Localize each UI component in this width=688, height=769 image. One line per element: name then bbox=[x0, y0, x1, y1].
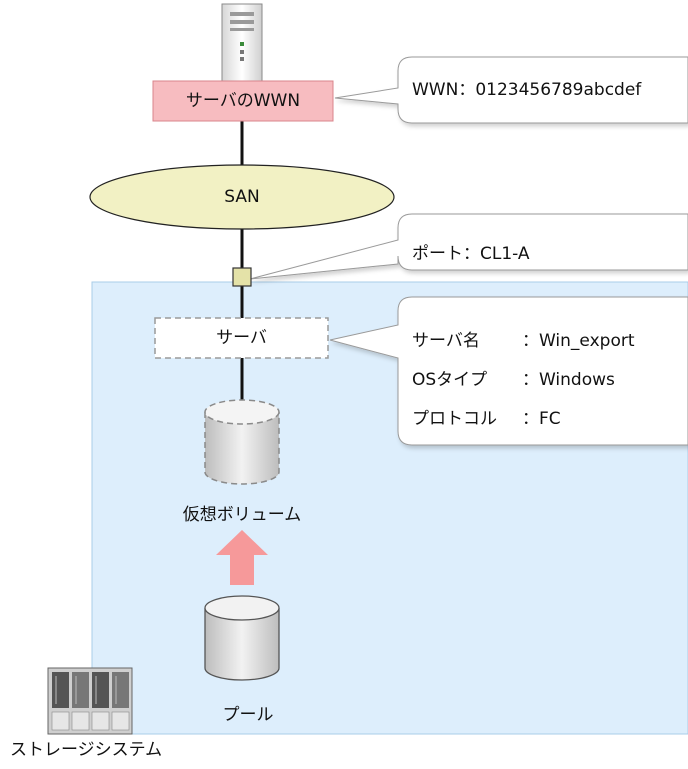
protocol-key: プロトコル bbox=[412, 409, 497, 429]
server-wwn-label: サーバのWWN bbox=[185, 91, 301, 111]
storage-system-label: ストレージシステム bbox=[10, 740, 163, 760]
port-callout-bubble bbox=[249, 213, 688, 280]
pool-cylinder-icon bbox=[204, 595, 280, 681]
virtual-volume-label: 仮想ボリューム bbox=[182, 505, 302, 525]
san-ellipse bbox=[89, 164, 395, 230]
os-type-value: ：Windows bbox=[522, 370, 615, 390]
port-callout-text: ポート：CL1-A bbox=[412, 244, 530, 264]
server-name-key: サーバ名 bbox=[412, 331, 480, 351]
virtual-server-label: サーバ bbox=[216, 328, 267, 348]
storage-rack-icon bbox=[47, 667, 133, 735]
wwn-callout-text: WWN：0123456789abcdef bbox=[412, 80, 642, 100]
port-square bbox=[232, 267, 252, 287]
protocol-value: ：FC bbox=[522, 409, 561, 429]
server-tower-icon bbox=[221, 3, 263, 82]
virtual-volume-cylinder-icon bbox=[204, 399, 280, 485]
server-details-callout-bubble bbox=[329, 296, 688, 446]
pool-to-volume-arrow bbox=[216, 530, 268, 585]
wwn-callout-bubble bbox=[334, 56, 688, 124]
server-wwn-box bbox=[152, 80, 334, 122]
virtual-server-box bbox=[154, 317, 329, 359]
san-label: SAN bbox=[224, 187, 260, 207]
pool-label: プール bbox=[222, 705, 274, 725]
server-name-value: ：Win_export bbox=[522, 331, 635, 351]
os-type-key: OSタイプ bbox=[412, 370, 488, 390]
